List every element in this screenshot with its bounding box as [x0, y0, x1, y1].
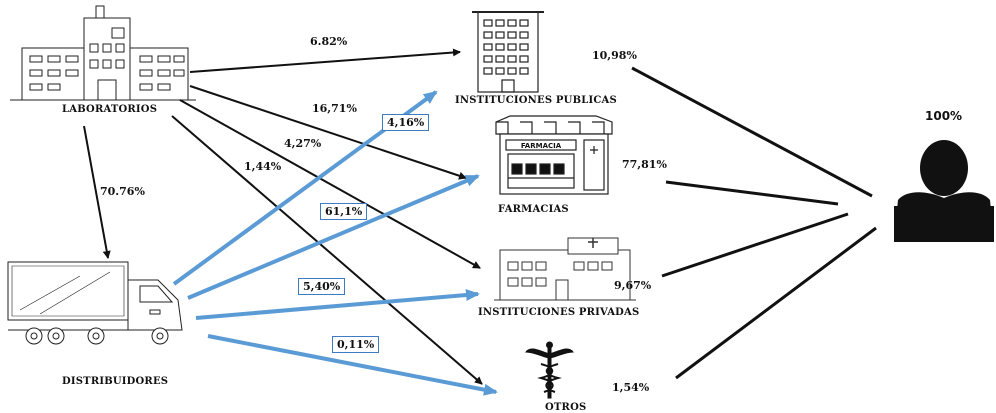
publicas-consumer-pct: 10,98%	[592, 49, 637, 62]
consumer-person-icon	[894, 140, 994, 242]
total-label: 100%	[925, 109, 963, 123]
instituciones-privadas-hospital-icon	[494, 237, 636, 301]
line-otros-to-consumer	[675, 226, 877, 380]
farmacia-sign-text: FARMACIA	[521, 142, 562, 150]
instituciones-privadas-label: INSTITUCIONES PRIVADAS	[478, 307, 640, 318]
dist-to-farmacias-pct: 61,1%	[320, 203, 368, 220]
arrow-lab-to-otros	[171, 115, 483, 385]
otros-consumer-pct: 1,54%	[612, 381, 650, 394]
instituciones-publicas-building-icon	[472, 11, 544, 93]
consumer-flow-lines	[631, 66, 877, 380]
privadas-consumer-pct: 9,67%	[614, 279, 652, 292]
caduceus-icon	[525, 341, 574, 399]
distribuidores-truck-icon	[7, 261, 183, 345]
arrow-lab-to-distribuidores	[83, 125, 111, 259]
arrow-lab-to-instituciones-publicas	[189, 48, 461, 73]
line-privadas-to-consumer	[661, 212, 849, 278]
dist-to-instituciones-publicas-pct: 4,16%	[382, 114, 430, 131]
laboratorios-building-icon	[10, 5, 196, 101]
dist-to-otros-pct: 0,11%	[332, 336, 380, 353]
line-farmacias-to-consumer	[665, 180, 839, 206]
farmacias-shop-icon: FARMACIA	[495, 115, 613, 195]
dist-to-instituciones-privadas-pct: 5,40%	[298, 278, 346, 295]
laboratorios-label: LABORATORIOS	[62, 104, 158, 115]
instituciones-publicas-label: INSTITUCIONES PUBLICAS	[455, 95, 617, 106]
arrow-lab-to-farmacias	[189, 85, 467, 180]
distribuidores-label: DISTRIBUIDORES	[62, 376, 169, 387]
lab-to-otros-pct: 1,44%	[244, 160, 282, 173]
laboratorios-flow-arrows	[83, 48, 483, 385]
arrow-dist-to-instituciones-privadas	[195, 289, 480, 320]
arrow-lab-to-instituciones-privadas	[179, 99, 481, 269]
otros-label: OTROS	[545, 402, 587, 413]
lab-to-instituciones-publicas-pct: 6.82%	[310, 35, 348, 48]
farmacias-label: FARMACIAS	[498, 204, 569, 215]
lab-to-farmacias-pct: 16,71%	[312, 102, 357, 115]
line-publicas-to-consumer	[631, 66, 873, 198]
arrow-dist-to-farmacias	[187, 174, 480, 300]
farmacias-consumer-pct: 77,81%	[622, 158, 667, 171]
lab-to-distribuidores-pct: 70.76%	[100, 185, 145, 198]
arrow-dist-to-otros	[207, 334, 498, 396]
lab-to-instituciones-privadas-pct: 4,27%	[284, 137, 322, 150]
